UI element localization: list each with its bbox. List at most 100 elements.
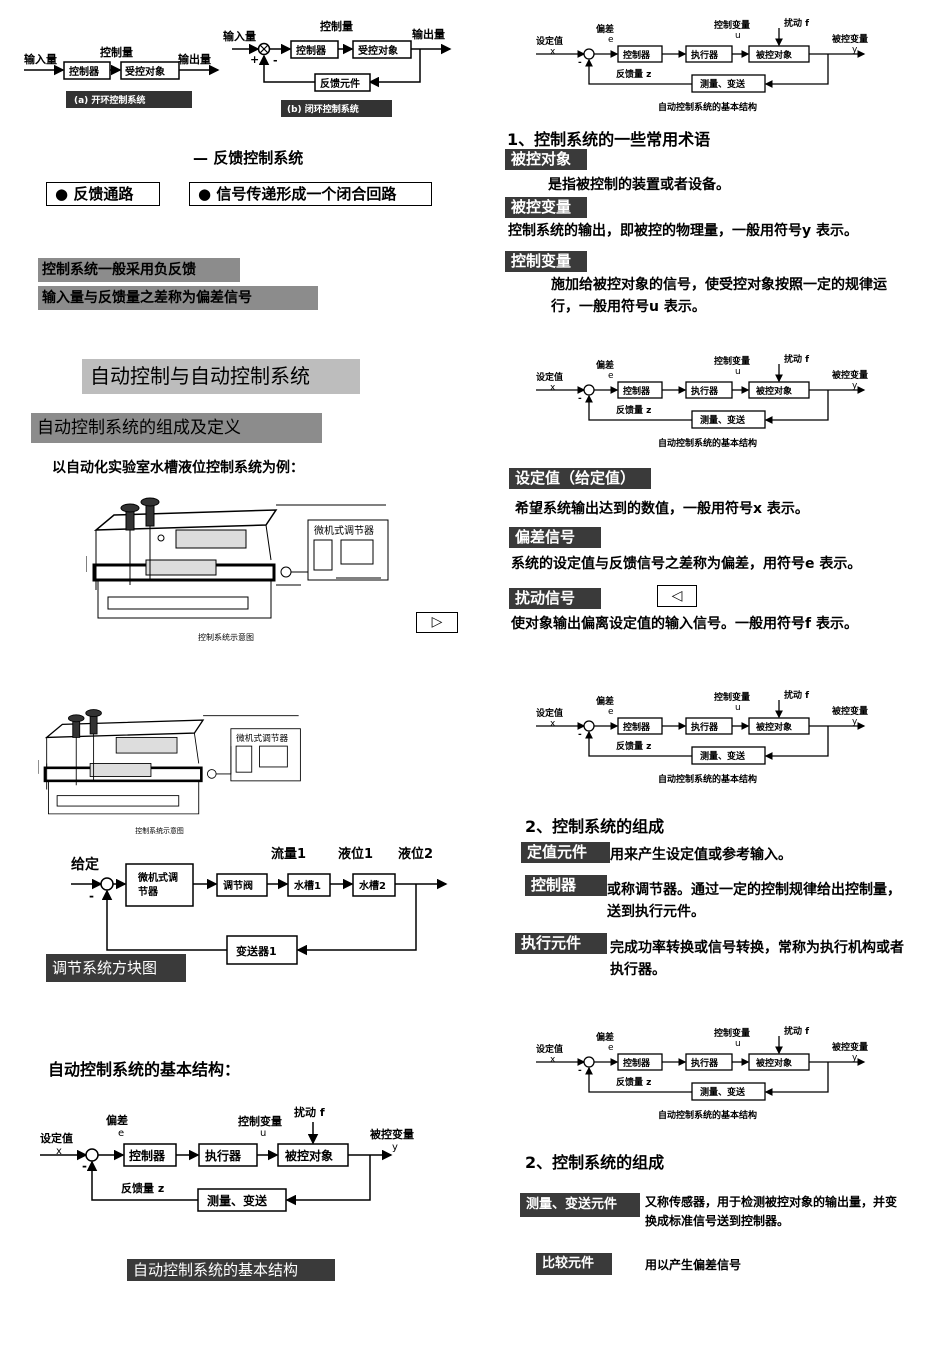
svg-text:偏差: 偏差 <box>596 695 614 707</box>
svg-text:-: - <box>82 1159 87 1173</box>
svg-text:设定值: 设定值 <box>536 35 563 47</box>
svg-text:y: y <box>852 381 858 391</box>
basic-structure-caption: 自动控制系统的基本结构 <box>127 1259 335 1281</box>
apparatus-caption: 控制系统示意图 <box>198 632 254 642</box>
svg-text:被控对象: 被控对象 <box>756 1057 792 1069</box>
svg-text:控制器: 控制器 <box>623 721 651 733</box>
svg-text:偏差: 偏差 <box>596 1031 614 1043</box>
sub-title: 自动控制系统的组成及定义 <box>31 413 322 443</box>
svg-text:被控变量: 被控变量 <box>832 369 868 381</box>
open-closed-loop-diagrams: 输入量 控制量 输出量 控制器 受控对象 (a) 开环控制系统 输入量 控制量 … <box>24 19 452 117</box>
svg-text:u: u <box>735 31 741 41</box>
svg-text:e: e <box>608 35 614 45</box>
svg-text:被控对象: 被控对象 <box>285 1148 333 1163</box>
svg-text:-: - <box>578 1066 582 1076</box>
cl-caption: (b) 闭环控制系统 <box>287 103 359 115</box>
signal-label-error: 偏差信号 <box>509 527 601 548</box>
svg-text:x: x <box>56 1146 62 1157</box>
svg-text:设定值: 设定值 <box>536 707 563 719</box>
svg-text:被控对象: 被控对象 <box>756 49 792 61</box>
apparatus-illustration: 微机式调节器 控制系统示意图 <box>86 497 389 642</box>
term-label-manipulated: 控制变量 <box>505 251 587 272</box>
basic-structure-diagram-large: 设定值 x 偏差 e 控制变量 u 扰动 f 被控变量 y - 控制器 执行器 … <box>40 1105 414 1212</box>
svg-text:设定值: 设定值 <box>40 1131 73 1145</box>
cl-controlled-label: 控制量 <box>320 19 353 33</box>
loop-setpoint: 给定 <box>71 856 99 873</box>
main-title: 自动控制与自动控制系统 <box>82 359 360 394</box>
loop-tank1: 水槽1 <box>293 879 321 892</box>
apparatus-regulator-label: 微机式调节器 <box>314 524 374 537</box>
svg-text:被控变量: 被控变量 <box>832 1041 868 1053</box>
svg-text:扰动 f: 扰动 f <box>784 353 809 365</box>
svg-text:控制器: 控制器 <box>623 49 651 61</box>
svg-text:节器: 节器 <box>138 885 159 898</box>
feedback-heading: — 反馈控制系统 <box>193 149 304 167</box>
basic-structure-diagram-1: 设定值 x 偏差 e 控制变量 u 扰动 f 被控变量 y - 反馈量 z 自动… <box>536 17 868 113</box>
svg-text:-: - <box>273 54 278 67</box>
term-desc-manipulated: 施加给被控对象的信号，使受控对象按照一定的规律运行，一般用符号u 表示。 <box>551 277 887 315</box>
svg-text:反馈量 z: 反馈量 z <box>616 1076 651 1088</box>
signal-label-disturbance: 扰动信号 <box>509 588 601 609</box>
svg-text:x: x <box>550 719 556 729</box>
svg-text:扰动 f: 扰动 f <box>784 17 809 29</box>
svg-text:y: y <box>852 717 858 727</box>
apparatus-small-caption: 控制系统示意图 <box>135 826 184 835</box>
svg-text:+: + <box>250 53 259 66</box>
signal-label-setpoint: 设定值（给定值） <box>509 468 651 489</box>
svg-text:偏差: 偏差 <box>106 1113 128 1127</box>
cl-output-label: 输出量 <box>412 27 445 41</box>
svg-text:测量、变送: 测量、变送 <box>207 1193 268 1208</box>
loop-valve: 调节阀 <box>223 879 253 892</box>
component-label-setpoint: 定值元件 <box>521 842 610 863</box>
svg-text:反馈量 z: 反馈量 z <box>616 740 651 752</box>
svg-text:自动控制系统的基本结构: 自动控制系统的基本结构 <box>658 1109 757 1121</box>
loop-tank2: 水槽2 <box>358 879 386 892</box>
svg-text:被控变量: 被控变量 <box>832 33 868 45</box>
svg-text:执行器: 执行器 <box>691 1057 719 1069</box>
svg-text:扰动 f: 扰动 f <box>784 689 809 701</box>
svg-text:执行器: 执行器 <box>691 385 719 397</box>
ol-input-label: 输入量 <box>24 52 57 66</box>
svg-text:被控变量: 被控变量 <box>832 705 868 717</box>
component-desc-setpoint: 用来产生设定值或参考输入。 <box>610 847 792 863</box>
svg-text:-: - <box>578 394 582 404</box>
component-label-measure: 测量、变送元件 <box>520 1193 640 1217</box>
svg-text:u: u <box>735 703 741 713</box>
svg-text:e: e <box>608 371 614 381</box>
bullet-dot: ● <box>198 185 217 203</box>
apparatus-illustration-small: 微机式调节器 控制系统示意图 <box>38 709 301 835</box>
composition-title: 2、控制系统的组成 <box>525 817 665 836</box>
basic-structure-diagram-4: 设定值 x 偏差 e 控制变量 u 扰动 f 被控变量 y - 反馈量 z 自动… <box>536 1025 868 1121</box>
svg-text:被控对象: 被控对象 <box>756 385 792 397</box>
svg-text:测量、变送: 测量、变送 <box>700 414 746 426</box>
note-negative-feedback: 控制系统一般采用负反馈 <box>38 258 240 282</box>
svg-text:偏差: 偏差 <box>596 23 614 35</box>
svg-text:执行器: 执行器 <box>691 49 719 61</box>
svg-text:u: u <box>260 1128 266 1139</box>
example-text: 以自动化实验室水槽液位控制系统为例： <box>52 460 304 476</box>
svg-text:y: y <box>852 45 858 55</box>
svg-text:自动控制系统的基本结构: 自动控制系统的基本结构 <box>658 773 757 785</box>
svg-text:e: e <box>608 1043 614 1053</box>
svg-text:自动控制系统的基本结构: 自动控制系统的基本结构 <box>658 101 757 113</box>
svg-text:u: u <box>735 1039 741 1049</box>
bullet-dot: ● <box>55 185 74 203</box>
loop-level2: 液位2 <box>398 846 433 862</box>
svg-text:e: e <box>118 1128 124 1139</box>
component-desc-measure: 又称传感器，用于检测被控对象的输出量，并变换成标准信号送到控制器。 <box>645 1195 898 1228</box>
svg-text:y: y <box>852 1053 858 1063</box>
svg-text:x: x <box>550 1055 556 1065</box>
basic-structure-diagram-3: 设定值 x 偏差 e 控制变量 u 扰动 f 被控变量 y - 反馈量 z 自动… <box>536 689 868 785</box>
svg-text:反馈量 z: 反馈量 z <box>616 404 651 416</box>
svg-text:控制变量: 控制变量 <box>238 1114 282 1128</box>
svg-text:测量、变送: 测量、变送 <box>700 750 746 762</box>
prev-slide-button[interactable]: ◁ <box>657 585 697 607</box>
svg-text:自动控制系统的基本结构: 自动控制系统的基本结构 <box>658 437 757 449</box>
signal-desc-error: 系统的设定值与反馈信号之差称为偏差，用符号e 表示。 <box>511 556 862 572</box>
note-error-signal: 输入量与反馈量之差称为偏差信号 <box>38 286 318 310</box>
svg-text:x: x <box>550 383 556 393</box>
svg-text:测量、变送: 测量、变送 <box>700 78 746 90</box>
component-desc-controller: 或称调节器。通过一定的控制规律给出控制量，送到执行元件。 <box>607 882 901 920</box>
ol-output-label: 输出量 <box>178 52 211 66</box>
next-slide-button[interactable]: ▷ <box>416 612 458 633</box>
